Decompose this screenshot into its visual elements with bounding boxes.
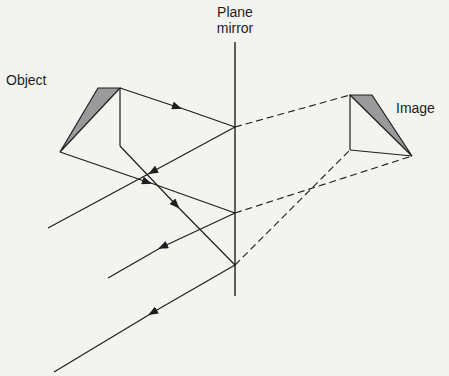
reflected-rays (48, 127, 235, 372)
mirror-label: Plane mirror (205, 4, 265, 36)
virtual-rays (235, 95, 412, 265)
incident-rays (60, 88, 235, 265)
image-label: Image (396, 100, 448, 116)
plane-mirror (234, 42, 235, 296)
object-prism (60, 88, 120, 152)
object-label: Object (6, 72, 66, 88)
